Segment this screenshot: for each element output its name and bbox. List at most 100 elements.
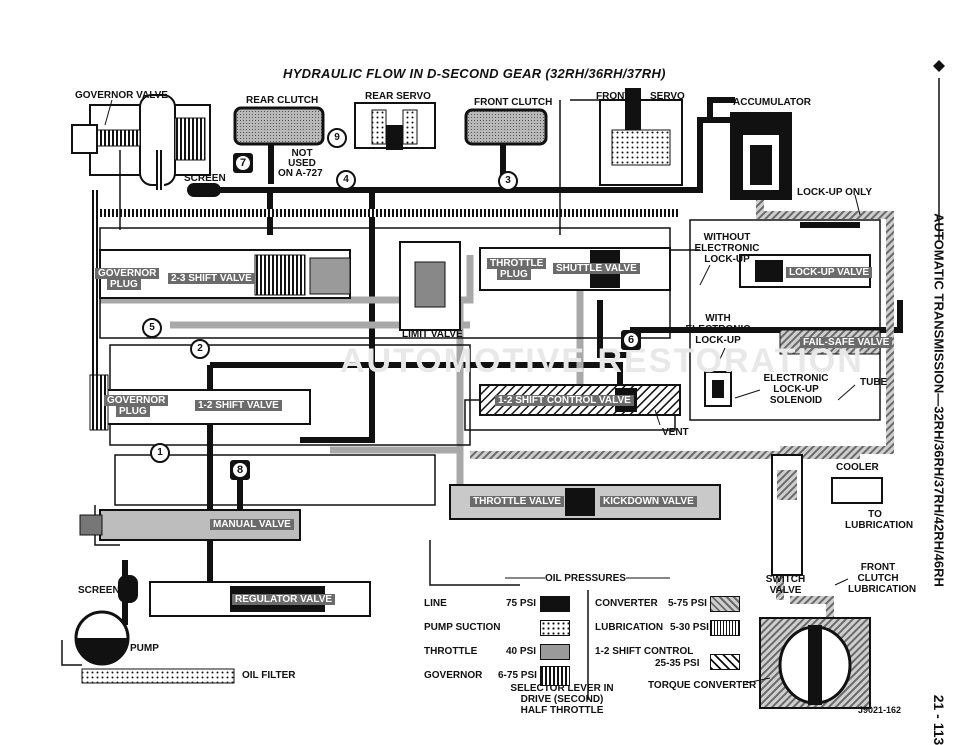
passage-number-9: 9 — [327, 128, 347, 148]
with-lockup-label-3: LOCK-UP — [695, 335, 741, 346]
legend-lubrication-name: LUBRICATION — [595, 622, 664, 633]
tube-label: TUBE — [860, 377, 888, 388]
legend-line-name: LINE — [424, 598, 447, 609]
legend-line-value: 75 PSI — [506, 598, 537, 609]
legend-shift-control-swatch — [710, 654, 740, 670]
legend-heading: OIL PRESSURES — [545, 573, 626, 584]
passage-number-6-text: 6 — [624, 333, 638, 347]
pump — [74, 610, 130, 666]
side-title-text: AUTOMATIC TRANSMISSION—32RH/36RH/37RH/42… — [931, 213, 947, 587]
diagram-title: HYDRAULIC FLOW IN D-SECOND GEAR (32RH/36… — [283, 66, 666, 81]
passage-number-3: 3 — [498, 171, 518, 191]
accumulator — [730, 112, 792, 200]
legend-shift-control-name: 1-2 SHIFT CONTROL — [595, 646, 694, 657]
passage-number-1: 1 — [150, 443, 170, 463]
governor-plug-top-label-2: PLUG — [107, 279, 141, 290]
shift-valve-12-label: 1-2 SHIFT VALVE — [195, 400, 282, 411]
passage-number-7: 7 — [233, 153, 253, 173]
cooler — [831, 477, 883, 504]
switch-valve-label-2: VALVE — [769, 585, 802, 596]
leader-lines — [104, 99, 861, 684]
not-used-label-2: USED — [288, 158, 316, 169]
oil-filter — [61, 640, 235, 684]
shift-valve-23-label: 2-3 SHIFT VALVE — [168, 273, 255, 284]
to-lubrication-label-2: LUBRICATION — [845, 520, 914, 531]
passage-number-2: 2 — [190, 339, 210, 359]
legend-suction-swatch — [540, 620, 570, 636]
rear-clutch-label: REAR CLUTCH — [246, 95, 319, 106]
rear-clutch — [233, 106, 325, 184]
legend-line-swatch — [540, 596, 570, 612]
cooler-label: COOLER — [836, 462, 879, 473]
legend-throttle-value: 40 PSI — [506, 646, 537, 657]
side-running-title: AUTOMATIC TRANSMISSION—32RH/36RH/37RH/42… — [911, 60, 955, 745]
passage-number-5: 5 — [142, 318, 162, 338]
screen-bottom-shape — [118, 575, 138, 603]
without-lockup-label-1: WITHOUT — [703, 232, 751, 243]
front-clutch-lub-label-3: LUBRICATION — [848, 584, 917, 595]
throttle-valve-label: THROTTLE VALVE — [470, 496, 564, 507]
to-lubrication-label-1: TO — [868, 509, 882, 520]
shuttle-valve-label: SHUTTLE VALVE — [553, 263, 640, 274]
lockup-valve-label: LOCK-UP VALVE — [786, 267, 873, 278]
lockup-only-label: LOCK-UP ONLY — [797, 187, 873, 198]
regulator-valve-label: REGULATOR VALVE — [232, 594, 336, 605]
legend-governor-value: 6-75 PSI — [498, 670, 537, 681]
switch-valve-label-1: SWITCH — [765, 574, 806, 585]
kickdown-valve-label: KICKDOWN VALVE — [600, 496, 697, 507]
without-lockup-label-3: LOCK-UP — [704, 254, 750, 265]
manual-valve-label: MANUAL VALVE — [210, 519, 294, 530]
throttle-plug-label-2: PLUG — [497, 269, 531, 280]
passage-number-8: 8 — [230, 460, 250, 480]
governor-valve-assembly — [71, 94, 211, 186]
front-servo — [599, 88, 683, 186]
passage-number-7-text: 7 — [236, 156, 250, 170]
solenoid-label-3: SOLENOID — [769, 395, 823, 406]
governor-plug-mid-label-2: PLUG — [116, 406, 150, 417]
legend-governor-name: GOVERNOR — [424, 670, 483, 681]
rear-servo-label: REAR SERVO — [365, 91, 431, 102]
legend-throttle-name: THROTTLE — [424, 646, 478, 657]
side-rules — [933, 60, 945, 240]
legend-converter-swatch — [710, 596, 740, 612]
legend-lubrication-swatch — [710, 620, 740, 636]
front-label: FRONT — [596, 91, 631, 102]
torque-converter-label: TORQUE CONVERTER — [648, 680, 757, 691]
failsafe-valve-label: FAIL-SAFE VALVE — [800, 337, 893, 348]
vent-label: VENT — [662, 427, 689, 438]
legend-suction-name: PUMP SUCTION — [424, 622, 501, 633]
solenoid-label-1: ELECTRONIC — [763, 373, 829, 384]
pump-label: PUMP — [130, 643, 159, 654]
lockup-solenoid — [704, 371, 732, 407]
passage-number-6: 6 — [621, 330, 641, 350]
torque-converter — [759, 617, 871, 709]
rear-servo — [354, 102, 436, 150]
legend-converter-name: CONVERTER — [595, 598, 658, 609]
passage-number-4: 4 — [336, 170, 356, 190]
oil-filter-label: OIL FILTER — [242, 670, 296, 681]
legend-throttle-swatch — [540, 644, 570, 660]
with-lockup-label-2: ELECTRONIC — [685, 324, 751, 335]
switch-valve-body — [771, 454, 803, 576]
not-used-label-3: ON A-727 — [278, 168, 323, 179]
servo-label: SERVO — [650, 91, 685, 102]
legend-governor-swatch — [540, 666, 570, 686]
shift-control-valve-12-label: 1-2 SHIFT CONTROL VALVE — [495, 395, 634, 406]
legend-shift-control-value: 25-35 PSI — [655, 658, 700, 669]
legend-converter-value: 5-75 PSI — [668, 598, 707, 609]
selector-label-1: SELECTOR LEVER IN — [510, 683, 614, 694]
governor-plug-top-label: GOVERNOR — [95, 268, 160, 279]
screen-top-shape — [187, 183, 221, 197]
screen-bottom-label: SCREEN — [78, 585, 120, 596]
governor-valve-label: GOVERNOR VALVE — [75, 90, 168, 101]
governor-plug-mid-label: GOVERNOR — [104, 395, 169, 406]
with-lockup-label-1: WITH — [705, 313, 731, 324]
front-clutch-label: FRONT CLUTCH — [474, 97, 553, 108]
page-number: 21 - 113 — [931, 694, 947, 745]
front-clutch-lub-label-1: FRONT — [860, 562, 896, 573]
figure-id: J9021-162 — [858, 705, 902, 715]
selector-label-3: HALF THROTTLE — [520, 705, 604, 716]
accumulator-label: ACCUMULATOR — [733, 97, 811, 108]
not-used-label-1: NOT — [291, 148, 313, 159]
